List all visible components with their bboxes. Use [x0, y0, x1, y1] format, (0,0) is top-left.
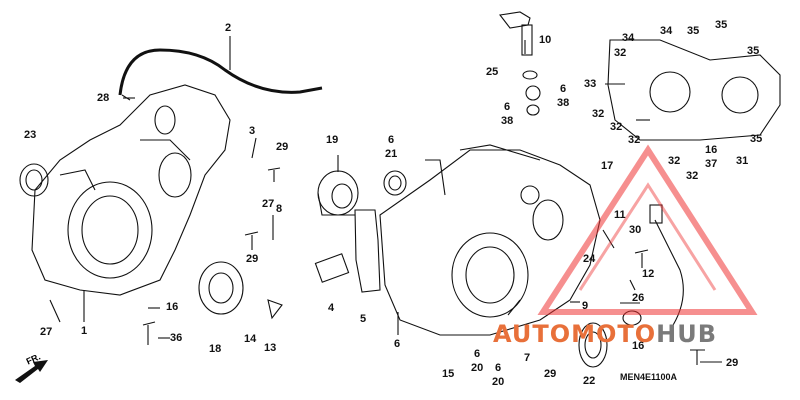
- callout-34: 34: [660, 25, 673, 37]
- callout-29: 29: [276, 141, 289, 153]
- callout-37: 37: [705, 158, 718, 170]
- gasket-5: [354, 209, 381, 293]
- callout-28: 28: [97, 92, 110, 104]
- callout-18: 18: [209, 343, 222, 355]
- callout-12: 12: [642, 268, 655, 280]
- callout-27: 27: [262, 198, 275, 210]
- callout-20: 20: [471, 362, 484, 374]
- callout-38: 38: [557, 97, 570, 109]
- callout-6: 6: [394, 338, 401, 350]
- callout-2: 2: [225, 22, 232, 34]
- callout-35: 35: [747, 45, 760, 57]
- callout-27: 27: [40, 326, 53, 338]
- right-crankcase: [379, 149, 601, 336]
- callout-29: 29: [726, 357, 739, 369]
- callout-3: 3: [249, 125, 256, 137]
- watermark-part1: AUTOMOTO: [493, 320, 657, 348]
- callout-32: 32: [614, 47, 627, 59]
- callout-17: 17: [601, 160, 614, 172]
- callout-6: 6: [388, 134, 395, 146]
- callout-29: 29: [544, 368, 557, 380]
- callout-32: 32: [668, 155, 681, 167]
- callout-6: 6: [495, 362, 502, 374]
- callout-6: 6: [474, 348, 481, 360]
- front-arrow: [15, 360, 48, 383]
- callout-30: 30: [629, 224, 642, 236]
- callout-32: 32: [610, 121, 623, 133]
- left-crankcase: [31, 84, 231, 296]
- callout-11: 11: [614, 209, 626, 221]
- callout-6: 6: [560, 83, 567, 95]
- callout-35: 35: [687, 25, 700, 37]
- callout-9: 9: [582, 300, 589, 312]
- callout-24: 24: [583, 253, 596, 265]
- oil-seal-23: [19, 163, 49, 197]
- callout-19: 19: [326, 134, 339, 146]
- watermark-triangle: [537, 144, 758, 315]
- callout-8: 8: [276, 203, 283, 215]
- callout-13: 13: [264, 342, 277, 354]
- callout-23: 23: [24, 129, 37, 141]
- callout-35: 35: [715, 19, 728, 31]
- bearing-18: [198, 261, 244, 315]
- callout-15: 15: [442, 368, 455, 380]
- callout-35: 35: [750, 133, 763, 145]
- callout-32: 32: [592, 108, 605, 120]
- watermark: AUTOMOTOHUB: [493, 320, 717, 348]
- diagram-code: MEN4E1100A: [620, 372, 678, 382]
- callout-6: 6: [504, 101, 511, 113]
- callout-14: 14: [244, 333, 257, 345]
- callout-29: 29: [246, 253, 259, 265]
- callout-26: 26: [632, 292, 645, 304]
- callout-22: 22: [583, 375, 596, 387]
- callout-36: 36: [170, 332, 183, 344]
- callout-10: 10: [539, 34, 552, 46]
- callout-16: 16: [632, 340, 645, 352]
- callout-20: 20: [492, 376, 505, 388]
- watermark-part2: HUB: [656, 320, 718, 348]
- callout-25: 25: [486, 66, 499, 78]
- callout-1: 1: [81, 325, 88, 337]
- callout-16: 16: [166, 301, 179, 313]
- callout-32: 32: [628, 134, 641, 146]
- callout-21: 21: [385, 148, 398, 160]
- callout-32: 32: [686, 170, 699, 182]
- callout-31: 31: [736, 155, 749, 167]
- callout-16: 16: [705, 144, 718, 156]
- callout-38: 38: [501, 115, 514, 127]
- breather-hose: [118, 48, 323, 96]
- callout-33: 33: [584, 78, 597, 90]
- callout-5: 5: [360, 313, 367, 325]
- callout-7: 7: [524, 352, 531, 364]
- callout-34: 34: [622, 32, 635, 44]
- callout-4: 4: [328, 302, 335, 314]
- cover-33: [607, 39, 781, 141]
